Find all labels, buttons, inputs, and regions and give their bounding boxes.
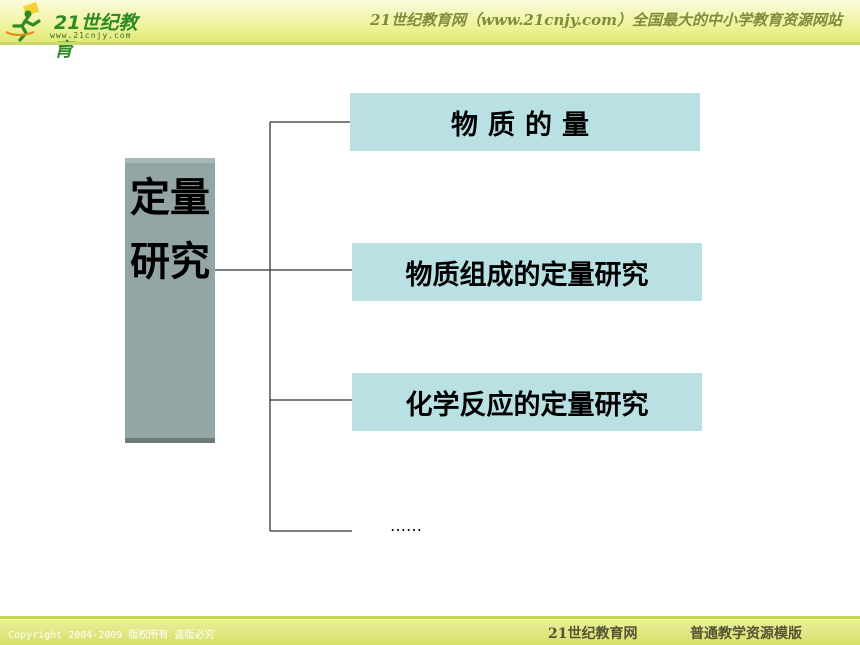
copyright-text: Copyright 2004-2009 版权所有 盗版必究 (8, 630, 215, 641)
root-label: 定量研究 (130, 174, 210, 285)
runner-logo-icon (5, 2, 41, 42)
footer-band: Copyright 2004-2009 版权所有 盗版必究 21世纪教育网 普通… (0, 620, 860, 645)
header-divider (0, 42, 860, 45)
branch-node-3: 化学反应的定量研究 (352, 373, 702, 431)
branch-node-1: 物质的量 (350, 93, 700, 151)
footer-template-name: 普通教学资源模版 (690, 626, 802, 642)
branch-ellipsis: …… (390, 516, 422, 535)
root-node: 定量研究 (125, 158, 215, 438)
logo-url: www.21cnjy.com (50, 31, 132, 40)
footer-site-name[interactable]: 21世纪教育网 (548, 626, 638, 642)
header-slogan: 21世纪教育网（www.21cnjy.com）全国最大的中小学教育资源网站 (370, 11, 842, 29)
branch-node-2: 物质组成的定量研究 (352, 243, 702, 301)
footer-divider (0, 616, 860, 619)
